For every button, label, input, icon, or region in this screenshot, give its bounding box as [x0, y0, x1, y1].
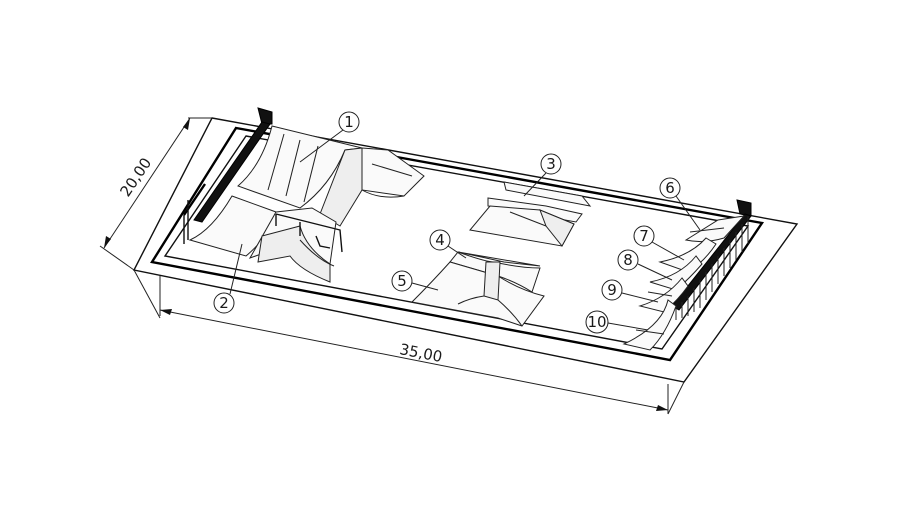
obstacle-2	[188, 195, 343, 283]
obstacle-10	[622, 299, 677, 351]
callout-3-label: 3	[546, 155, 556, 173]
callout-10: 10	[585, 310, 649, 334]
callout-4-label: 4	[435, 231, 445, 249]
callout-9-label: 9	[607, 281, 617, 299]
callout-7: 7	[633, 225, 685, 261]
obstacle-5	[410, 261, 545, 327]
callout-1: 1	[299, 111, 360, 163]
callout-1-label: 1	[344, 113, 354, 131]
obstacle-3	[469, 181, 592, 247]
obstacle-1	[237, 125, 425, 227]
width-dimension-label: 35,00	[398, 340, 444, 366]
callout-5-label: 5	[397, 272, 407, 290]
callout-3: 3	[523, 153, 562, 197]
left-fence	[183, 107, 273, 244]
callout-6-label: 6	[665, 179, 675, 197]
callout-4: 4	[429, 229, 467, 259]
callout-10-label: 10	[587, 313, 606, 331]
callout-8: 8	[617, 249, 673, 281]
callout-2: 2	[213, 243, 243, 314]
callout-6: 6	[659, 177, 701, 231]
callout-8-label: 8	[623, 251, 633, 269]
dimension-depth	[99, 117, 212, 271]
callout-5: 5	[391, 270, 439, 292]
callout-2-label: 2	[219, 294, 229, 312]
right-fence	[671, 199, 752, 320]
callout-7-label: 7	[639, 227, 649, 245]
callout-9: 9	[601, 279, 659, 303]
dimension-width	[133, 269, 685, 415]
depth-dimension-label: 20,00	[116, 154, 155, 200]
